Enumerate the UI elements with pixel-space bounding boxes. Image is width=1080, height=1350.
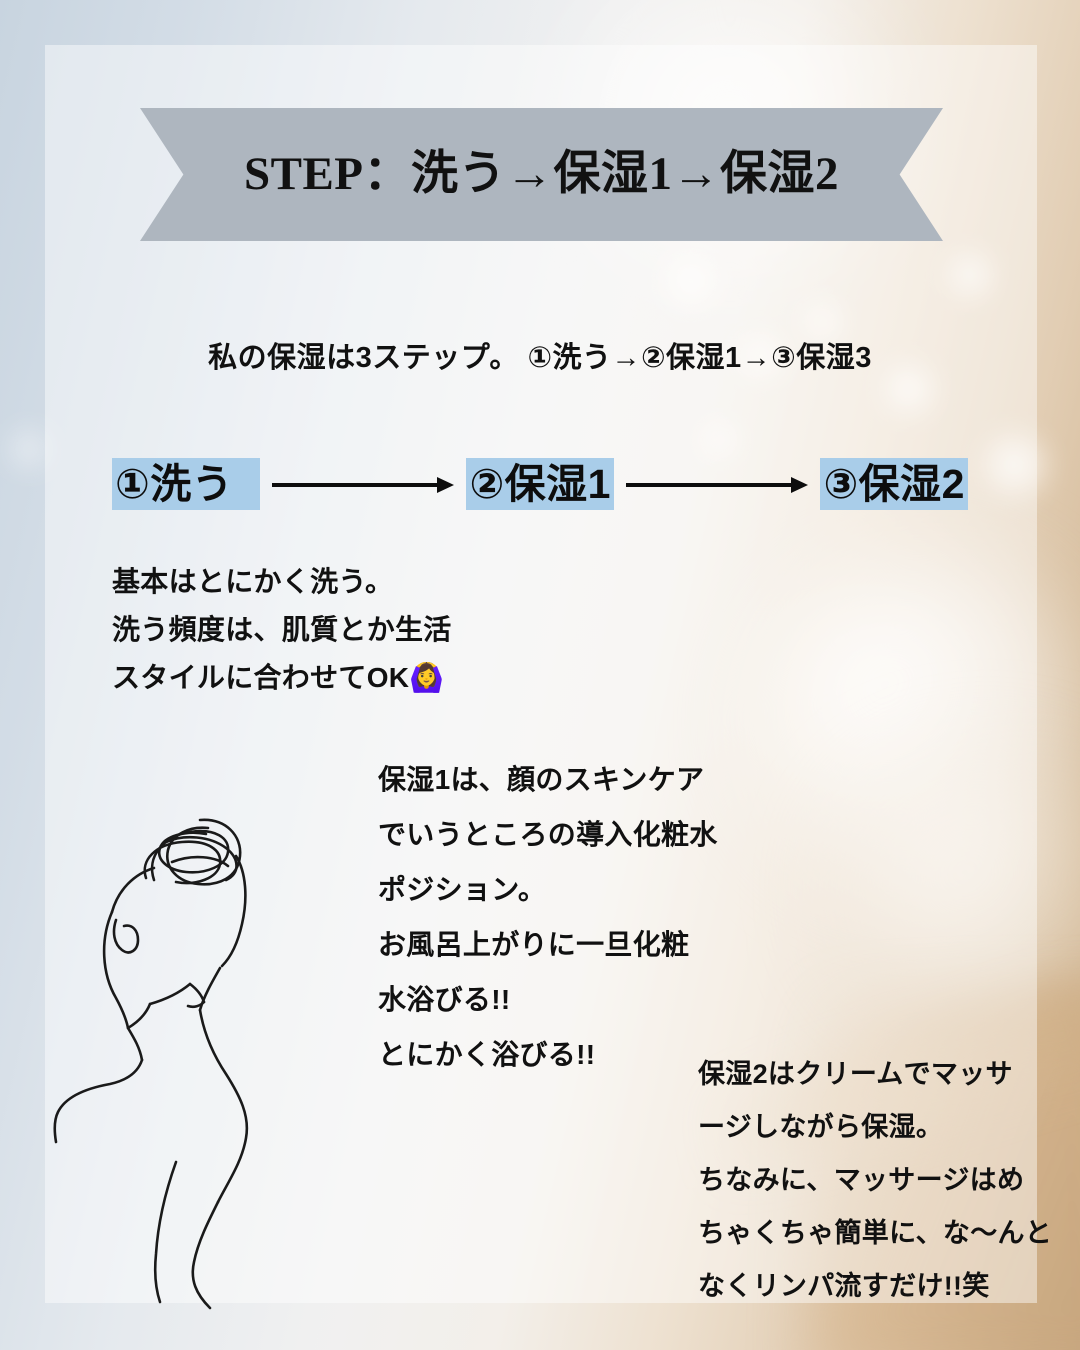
flow-arrow-1-icon (272, 477, 455, 493)
arrow-shaft (626, 483, 795, 487)
wash-description: 基本はとにかく洗う。 洗う頻度は、肌質とか生活 スタイルに合わせてOK🙆‍♀️ (112, 558, 452, 702)
arrow-shaft (272, 483, 441, 487)
arrow-head (791, 477, 809, 493)
step-banner: STEP：洗う→保湿1→保湿2 (140, 108, 943, 241)
ok-gesture-emoji-icon: 🙆‍♀️ (409, 661, 445, 694)
moisture-1-description: 保湿1は、顔のスキンケア でいうところの導入化粧水 ポジション。 お風呂上がりに… (378, 764, 718, 1070)
flow-step-2: ②保湿1 (466, 458, 614, 510)
moisture-2-description: 保湿2はクリームでマッサ ージしながら保湿。 ちなみに、マッサージはめ ちゃくち… (698, 1059, 1053, 1301)
intro-text: 私の保湿は3ステップ。 ①洗う→②保湿1→③保湿3 (208, 342, 872, 374)
step-flow-row: ①洗う ②保湿1 ③保湿2 (112, 458, 968, 510)
flow-arrow-2-icon (626, 477, 809, 493)
flow-step-3: ③保湿2 (820, 458, 968, 510)
flow-step-1: ①洗う (112, 458, 260, 510)
banner-title: STEP：洗う→保湿1→保湿2 (243, 148, 840, 200)
wash-description-text: 基本はとにかく洗う。 洗う頻度は、肌質とか生活 スタイルに合わせてOK (112, 566, 452, 693)
woman-line-art-illustration (53, 818, 249, 1310)
arrow-head (437, 477, 455, 493)
